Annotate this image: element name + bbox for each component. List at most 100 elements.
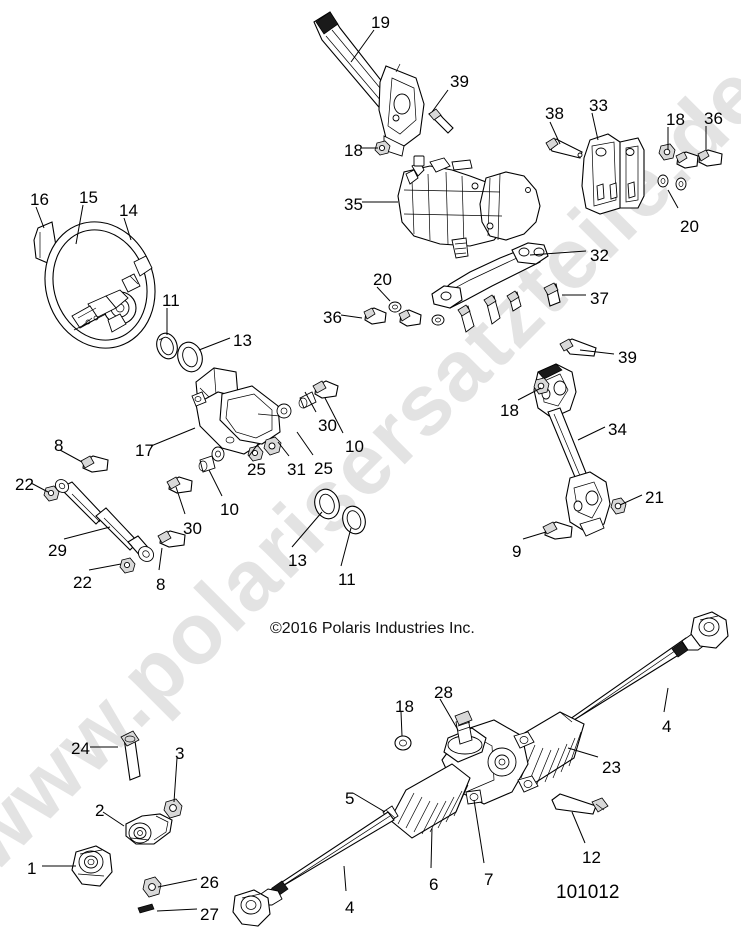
callout-number-4[interactable]: 4 xyxy=(345,898,355,917)
part-2-tie-rod-end xyxy=(125,813,173,845)
callout-number-39[interactable]: 39 xyxy=(450,72,469,91)
callout-leader-25 xyxy=(296,431,314,456)
callout-number-16[interactable]: 16 xyxy=(30,190,49,209)
part-11-bearing-a xyxy=(156,332,178,360)
callout-number-30[interactable]: 30 xyxy=(318,416,337,435)
callout-number-10[interactable]: 10 xyxy=(220,500,239,519)
part-30-bolt-b xyxy=(166,476,193,494)
callout-number-7[interactable]: 7 xyxy=(484,870,494,889)
callout-number-18[interactable]: 18 xyxy=(500,401,519,420)
callout-number-27[interactable]: 27 xyxy=(200,905,219,924)
callout-leader-18 xyxy=(517,387,542,401)
callout-number-21[interactable]: 21 xyxy=(645,488,664,507)
callout-leader-5 xyxy=(352,792,386,813)
part-19-steering-shaft-upper xyxy=(313,11,425,157)
callout-number-23[interactable]: 23 xyxy=(602,758,621,777)
callout-number-11[interactable]: 11 xyxy=(162,291,180,310)
callout-leader-3 xyxy=(173,757,178,803)
callout-number-26[interactable]: 26 xyxy=(200,873,219,892)
part-3-jam-nut xyxy=(163,798,183,819)
callout-leader-38 xyxy=(549,121,561,145)
callout-leader-14 xyxy=(123,217,132,241)
callout-number-1[interactable]: 1 xyxy=(27,859,37,878)
callout-leader-32 xyxy=(529,250,587,256)
callout-leader-39 xyxy=(431,89,449,113)
callout-number-13[interactable]: 13 xyxy=(233,331,252,350)
callout-number-37[interactable]: 37 xyxy=(590,289,609,308)
part-8-flange-bolt-a xyxy=(80,455,109,473)
part-31-locknut-a xyxy=(263,436,282,456)
callout-number-14[interactable]: 14 xyxy=(119,201,138,220)
callout-leader-27 xyxy=(156,908,198,912)
callout-number-22[interactable]: 22 xyxy=(73,573,92,592)
callout-number-36[interactable]: 36 xyxy=(323,308,342,327)
callout-number-20[interactable]: 20 xyxy=(373,270,392,289)
callout-number-25[interactable]: 25 xyxy=(314,459,333,478)
callout-number-34[interactable]: 34 xyxy=(608,420,627,439)
callout-number-8[interactable]: 8 xyxy=(156,575,166,594)
callout-leader-8 xyxy=(59,449,83,463)
callout-leader-11 xyxy=(340,527,352,567)
part-36-bolt-a xyxy=(675,151,699,169)
part-20-washer-b xyxy=(675,177,687,191)
callout-number-17[interactable]: 17 xyxy=(135,441,154,460)
part-25-washer-a xyxy=(276,403,292,419)
part-36-bolt-c xyxy=(363,307,387,325)
callout-number-15[interactable]: 15 xyxy=(79,188,98,207)
callout-number-6[interactable]: 6 xyxy=(429,875,439,894)
callout-number-4[interactable]: 4 xyxy=(662,717,672,736)
callout-number-19[interactable]: 19 xyxy=(371,13,390,32)
callout-number-29[interactable]: 29 xyxy=(48,541,67,560)
part-13-seal-b xyxy=(314,488,340,520)
callout-leader-13 xyxy=(198,337,231,351)
callout-number-20[interactable]: 20 xyxy=(680,217,699,236)
callout-number-33[interactable]: 33 xyxy=(589,96,608,115)
callout-number-36[interactable]: 36 xyxy=(704,109,723,128)
callout-number-13[interactable]: 13 xyxy=(288,551,307,570)
part-35-eps-motor-assembly xyxy=(397,155,541,259)
callout-number-12[interactable]: 12 xyxy=(582,848,601,867)
callout-leader-28 xyxy=(439,698,459,731)
callout-number-11[interactable]: 11 xyxy=(338,570,356,589)
callout-number-10[interactable]: 10 xyxy=(345,437,364,456)
callout-leader-23 xyxy=(567,747,599,758)
callout-leader-20 xyxy=(376,286,391,302)
callout-leader-6 xyxy=(430,827,433,869)
part-31-locknut-b xyxy=(247,445,264,462)
callout-leader-30 xyxy=(175,486,186,515)
callout-number-22[interactable]: 22 xyxy=(15,475,34,494)
callout-number-30[interactable]: 30 xyxy=(183,519,202,538)
callout-number-5[interactable]: 5 xyxy=(345,789,355,808)
callout-number-28[interactable]: 28 xyxy=(434,683,453,702)
callout-number-18[interactable]: 18 xyxy=(666,110,685,129)
callout-number-2[interactable]: 2 xyxy=(95,801,105,820)
part-12-rack-mount-bolt xyxy=(551,793,609,815)
callout-number-24[interactable]: 24 xyxy=(71,739,90,758)
part-7-steering-rack-housing xyxy=(232,611,729,927)
callout-leader-4 xyxy=(343,865,347,892)
part-18-lock-nut-d xyxy=(394,735,412,751)
callout-number-18[interactable]: 18 xyxy=(344,141,363,160)
callout-number-32[interactable]: 32 xyxy=(590,246,609,265)
part-20-washer-a xyxy=(657,174,669,188)
callout-leader-33 xyxy=(591,112,599,141)
part-8-flange-bolt-b xyxy=(157,530,186,548)
callout-number-25[interactable]: 25 xyxy=(247,460,266,479)
callout-number-35[interactable]: 35 xyxy=(344,195,363,214)
callout-leader-7 xyxy=(473,799,485,864)
callout-number-31[interactable]: 31 xyxy=(287,460,306,479)
callout-leader-12 xyxy=(571,811,586,844)
callout-number-39[interactable]: 39 xyxy=(618,348,637,367)
callout-leader-8 xyxy=(158,547,163,571)
callout-number-38[interactable]: 38 xyxy=(545,104,564,123)
callout-number-9[interactable]: 9 xyxy=(512,542,522,561)
callout-number-18[interactable]: 18 xyxy=(395,697,414,716)
part-14-steering-wheel xyxy=(44,221,156,349)
part-11-bearing-b xyxy=(342,505,366,535)
callout-number-3[interactable]: 3 xyxy=(175,744,185,763)
part-17-steering-column-support xyxy=(191,367,281,455)
callout-leader-21 xyxy=(619,494,643,506)
callout-number-8[interactable]: 8 xyxy=(54,436,64,455)
